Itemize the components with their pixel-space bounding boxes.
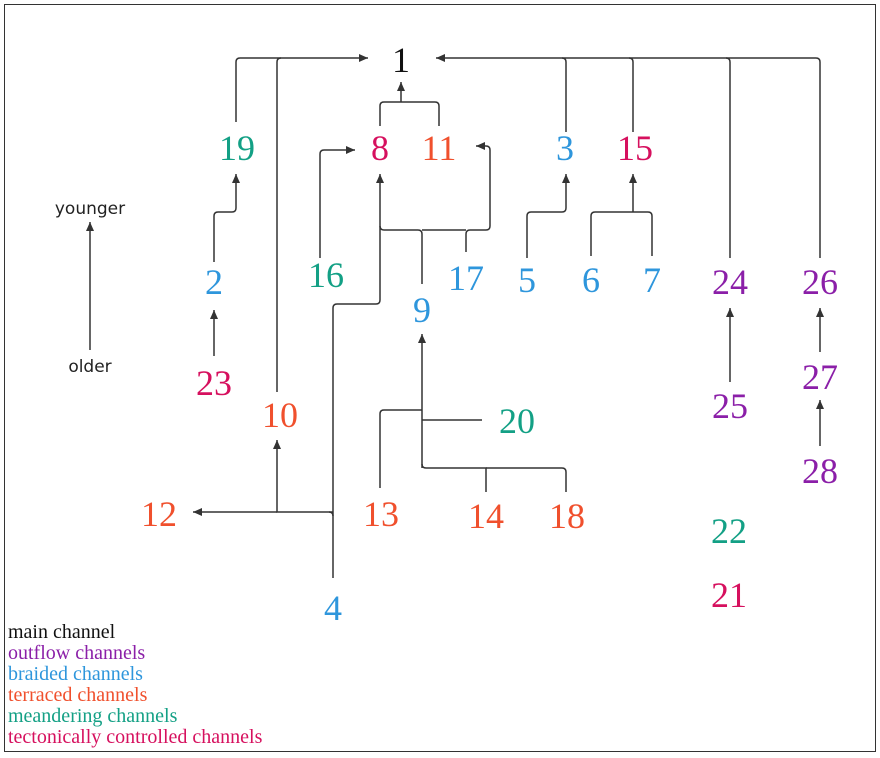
edge-14-to-9 [421, 463, 487, 492]
node-19: 19 [219, 128, 255, 168]
legend-item-meandering: meandering channels [8, 705, 178, 727]
node-24: 24 [712, 262, 748, 302]
node-21: 21 [711, 575, 747, 615]
node-1: 1 [392, 40, 410, 80]
node-5: 5 [518, 260, 536, 300]
legend-item-terraced: terraced channels [8, 684, 148, 706]
edge-8-to-1 [379, 101, 401, 126]
node-10: 10 [262, 395, 298, 435]
diagram-frame [4, 4, 876, 752]
edge-13-to-9 [379, 409, 422, 488]
node-3: 3 [556, 128, 574, 168]
edge-11-to-1 [401, 101, 440, 126]
node-14: 14 [468, 496, 504, 536]
edges [193, 54, 824, 578]
time-axis-top-label: younger [55, 199, 125, 219]
time-axis-bottom-label: older [68, 357, 111, 377]
edge-2-to-19 [213, 174, 240, 262]
channel-nodes: 1 19 8 11 3 15 2 16 17 5 6 7 24 26 9 23 10 27 25 20 28 12 13 14… [141, 40, 838, 628]
node-11: 11 [422, 128, 457, 168]
edge-15-to-1 [628, 57, 634, 132]
edge-4-to-12 [328, 511, 334, 517]
node-9: 9 [413, 290, 431, 330]
node-23: 23 [196, 363, 232, 403]
edge-19-to-1 [235, 54, 368, 122]
edge-24-to-1 [725, 57, 731, 258]
node-12: 12 [141, 494, 177, 534]
edge-7-to-15 [633, 211, 653, 256]
node-22: 22 [711, 511, 747, 551]
legend-item-main: main channel [8, 621, 116, 643]
edge-3-to-1 [561, 57, 567, 132]
node-17: 17 [448, 258, 484, 298]
node-13: 13 [363, 494, 399, 534]
node-2: 2 [205, 262, 223, 302]
time-axis: younger older [55, 199, 125, 377]
node-25: 25 [712, 386, 748, 426]
node-7: 7 [643, 260, 661, 300]
edge-10-to-1 [276, 57, 282, 392]
edge-16-to-8 [319, 146, 355, 258]
node-27: 27 [802, 357, 838, 397]
node-20: 20 [499, 401, 535, 441]
node-28: 28 [802, 451, 838, 491]
edge-18-to-9 [486, 467, 567, 492]
edge-17-to-11 [465, 142, 491, 252]
edge-4-to-10 [273, 440, 333, 513]
node-26: 26 [802, 262, 838, 302]
edge-5-to-3 [526, 174, 570, 258]
edge-26-to-1 [436, 54, 821, 258]
node-18: 18 [549, 496, 585, 536]
node-16: 16 [308, 255, 344, 295]
edge-9-to-8 [379, 225, 423, 284]
node-15: 15 [617, 128, 653, 168]
legend-item-braided: braided channels [8, 663, 143, 685]
node-4: 4 [324, 588, 342, 628]
node-8: 8 [371, 128, 389, 168]
edge-4-to-8 [332, 299, 381, 578]
node-6: 6 [582, 260, 600, 300]
legend-item-tectonic: tectonically controlled channels [8, 726, 263, 748]
legend-item-outflow: outflow channels [8, 642, 146, 664]
edge-6-to-15 [590, 211, 633, 256]
